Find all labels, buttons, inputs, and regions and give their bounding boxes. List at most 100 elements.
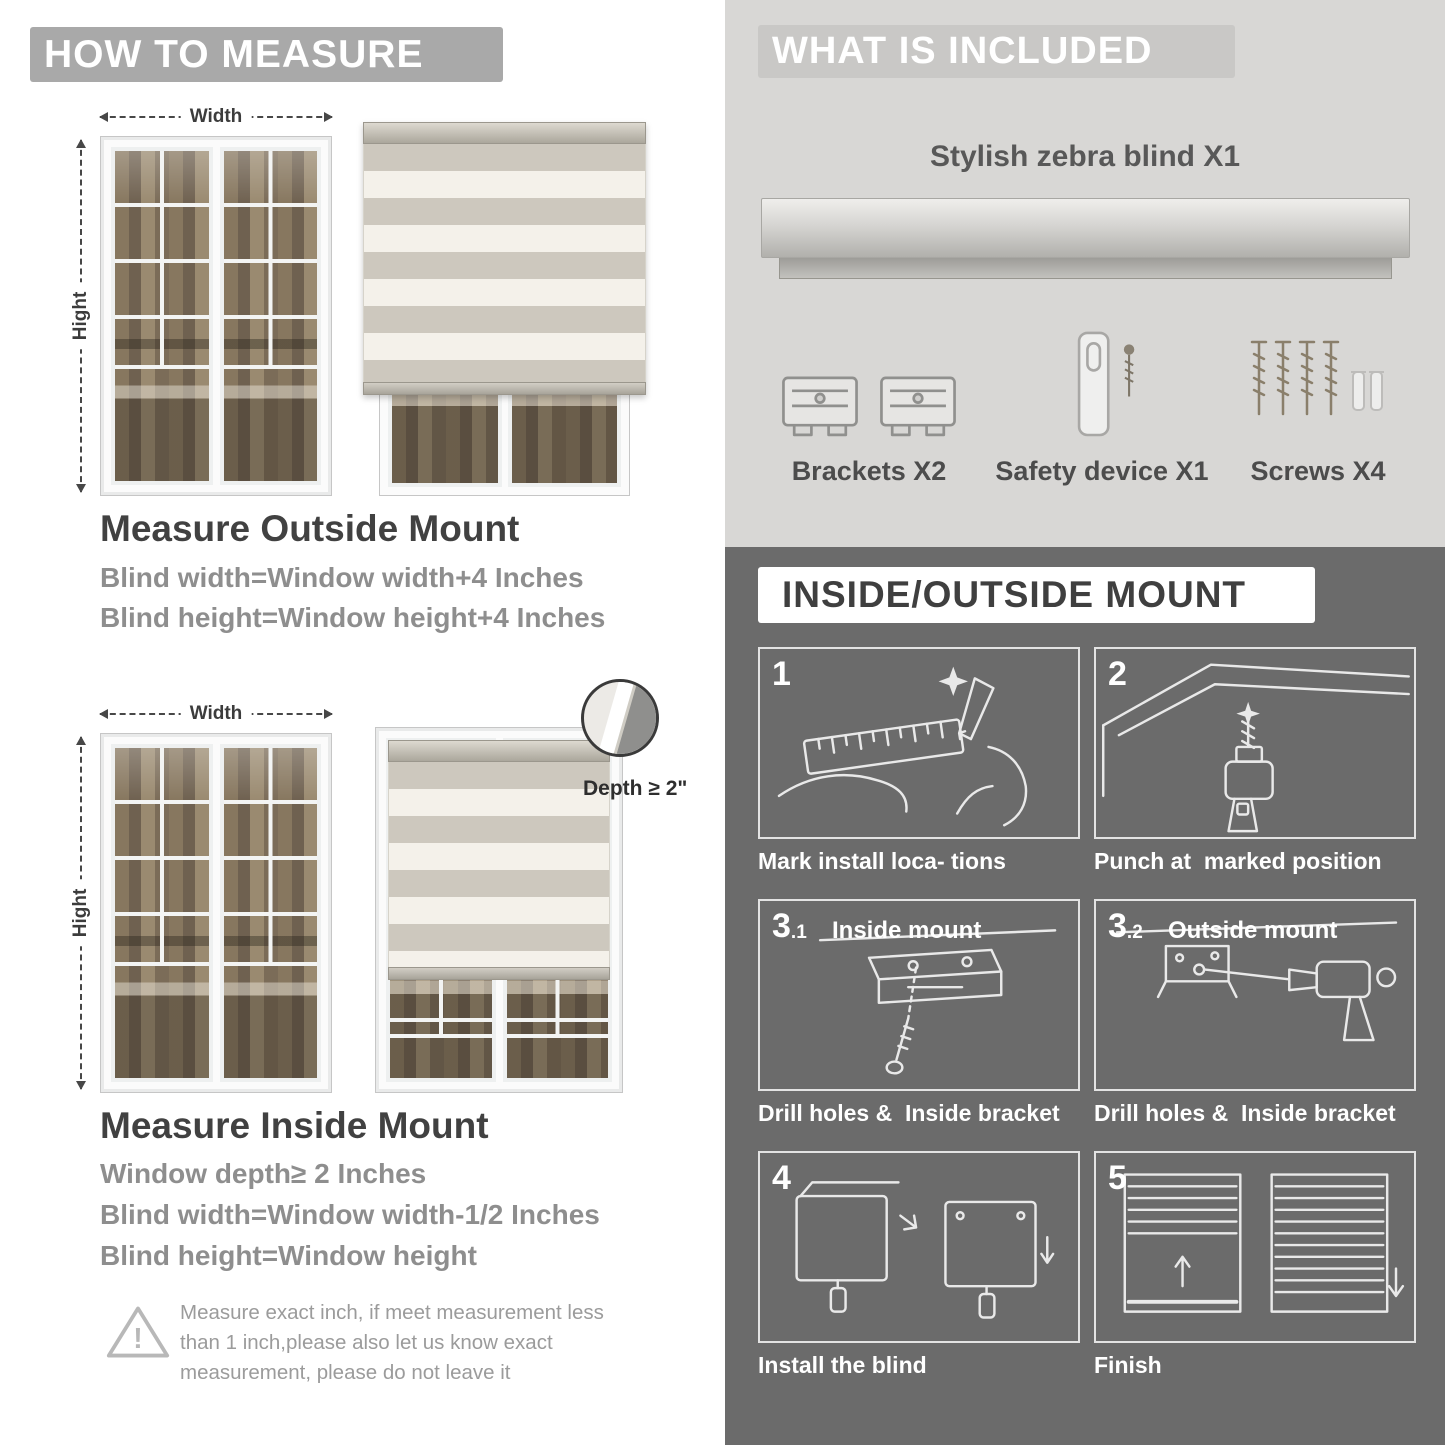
bracket-icon bbox=[782, 376, 858, 437]
step-mark-locations: 1 Mark install loca- tions bbox=[758, 647, 1080, 875]
step-install-blind: 4 Install the blind bbox=[758, 1151, 1080, 1379]
step-finish: 5 Finish bbox=[1094, 1151, 1416, 1379]
height-arrow: Hight bbox=[70, 736, 92, 1090]
brackets-label: Brackets X2 bbox=[791, 456, 947, 486]
install-blind-art bbox=[795, 1181, 1055, 1319]
safety-device-icon bbox=[1077, 331, 1135, 437]
step-inside-mount: 3.1 Inside mount Drill holes & Inside br… bbox=[758, 899, 1080, 1127]
width-label: Width bbox=[180, 703, 252, 725]
finish-art bbox=[1123, 1173, 1405, 1313]
window-sash bbox=[219, 744, 321, 1082]
step-panel: 3.2 Outside mount bbox=[1094, 899, 1416, 1091]
mark-location-art bbox=[777, 666, 1028, 827]
anchor-icon bbox=[1350, 371, 1384, 411]
safety-device-item: Safety device X1 bbox=[995, 322, 1209, 487]
window-sash bbox=[111, 744, 213, 1082]
inside-blind-illustration bbox=[375, 727, 623, 1093]
zebra-blind bbox=[363, 122, 646, 395]
window-grille bbox=[223, 151, 317, 369]
window-grille bbox=[115, 151, 209, 369]
step-number: 2 bbox=[1108, 655, 1127, 693]
height-arrow: Hight bbox=[70, 139, 92, 493]
bracket-icons bbox=[777, 322, 961, 444]
bracket-icon bbox=[880, 376, 956, 437]
step-panel: 2 bbox=[1094, 647, 1416, 839]
warning-triangle-icon: ! bbox=[106, 1306, 170, 1358]
what-is-included-banner: WHAT IS INCLUDED bbox=[758, 25, 1235, 78]
right-column: WHAT IS INCLUDED Stylish zebra blind X1 bbox=[725, 0, 1445, 1445]
mount-steps-grid: 1 Mark install loca- tions bbox=[758, 647, 1418, 1379]
step-number: 1 bbox=[772, 655, 791, 693]
brackets-item: Brackets X2 bbox=[777, 322, 961, 487]
screw-icon bbox=[1250, 340, 1384, 416]
blind-stripes bbox=[388, 762, 610, 967]
width-label: Width bbox=[180, 106, 252, 128]
step-punch-position: 2 Punch at marked position bbox=[1094, 647, 1416, 875]
window-illustration bbox=[100, 733, 332, 1093]
step-panel: 3.1 Inside mount bbox=[758, 899, 1080, 1091]
height-label: Hight bbox=[70, 879, 92, 947]
inside-mount-title: Measure Inside Mount bbox=[100, 1105, 489, 1146]
included-items-row: Brackets X2 bbox=[725, 322, 1445, 487]
inside-mount-line1: Window depth≥ 2 Inches bbox=[100, 1158, 427, 1189]
depth-label: Depth ≥ 2" bbox=[583, 777, 688, 800]
window-illustration bbox=[100, 136, 332, 496]
outside-mount-line2: Blind height=Window height+4 Inches bbox=[100, 602, 606, 633]
outside-mount-label: Outside mount bbox=[1168, 917, 1338, 944]
headrail-lower-rail bbox=[779, 258, 1392, 279]
step-caption: Mark install loca- tions bbox=[758, 848, 1006, 874]
blind-bottom-rail bbox=[388, 967, 610, 980]
warning-exclamation: ! bbox=[133, 1322, 142, 1354]
step-outside-mount: 3.2 Outside mount Drill holes & Inside b… bbox=[1094, 899, 1416, 1127]
how-to-measure-section: HOW TO MEASURE Width Hight bbox=[30, 27, 690, 1384]
mount-banner: INSIDE/OUTSIDE MOUNT bbox=[758, 567, 1315, 623]
safety-device-label: Safety device X1 bbox=[995, 456, 1209, 486]
blind-stripes bbox=[363, 144, 646, 382]
step-number: 3.1 bbox=[772, 907, 807, 945]
blind-cassette bbox=[388, 740, 610, 762]
what-is-included-section: WHAT IS INCLUDED Stylish zebra blind X1 bbox=[725, 0, 1445, 547]
headrail-illustration bbox=[761, 198, 1410, 258]
screws-label: Screws X4 bbox=[1250, 456, 1386, 486]
mount-section: INSIDE/OUTSIDE MOUNT bbox=[725, 547, 1445, 1445]
window-grille bbox=[223, 748, 317, 966]
step-caption: Finish bbox=[1094, 1352, 1162, 1378]
inside-mount-label: Inside mount bbox=[832, 917, 982, 944]
warning-text: Measure exact inch, if meet measurement … bbox=[180, 1301, 604, 1384]
window-sash bbox=[219, 147, 321, 485]
width-arrow: Width bbox=[99, 703, 333, 725]
step-number: 5 bbox=[1108, 1159, 1127, 1197]
step-number: 3.2 bbox=[1108, 907, 1143, 945]
step-panel: 1 bbox=[758, 647, 1080, 839]
outside-mount-figure: Width Hight bbox=[70, 100, 668, 500]
screws-item: Screws X4 bbox=[1243, 322, 1393, 487]
blind-cassette bbox=[363, 122, 646, 144]
inside-mount-line2: Blind width=Window width-1/2 Inches bbox=[100, 1199, 600, 1230]
how-to-measure-banner: HOW TO MEASURE bbox=[30, 27, 503, 82]
window-sash bbox=[111, 147, 213, 485]
step-caption: Drill holes & Inside bracket bbox=[1094, 1100, 1396, 1126]
inside-bracket-art bbox=[818, 929, 1057, 1075]
step-caption: Punch at marked position bbox=[1094, 848, 1382, 874]
outside-blind-illustration bbox=[363, 122, 646, 496]
safety-device-icons bbox=[1052, 322, 1152, 444]
step-number: 4 bbox=[772, 1159, 791, 1197]
outside-bracket-art bbox=[1115, 921, 1398, 1042]
step-panel: 4 bbox=[758, 1151, 1080, 1343]
window-grille bbox=[115, 748, 209, 966]
height-label: Hight bbox=[70, 282, 92, 350]
step-caption: Drill holes & Inside bracket bbox=[758, 1100, 1060, 1126]
step-panel: 5 bbox=[1094, 1151, 1416, 1343]
screw-icons bbox=[1243, 322, 1393, 444]
zebra-blind bbox=[388, 740, 610, 980]
outside-mount-title: Measure Outside Mount bbox=[100, 508, 520, 549]
depth-callout-circle bbox=[581, 679, 659, 757]
blind-bottom-rail bbox=[363, 382, 646, 395]
inside-mount-line3: Blind height=Window height bbox=[100, 1240, 477, 1271]
step-caption: Install the blind bbox=[758, 1352, 927, 1378]
width-arrow: Width bbox=[99, 106, 333, 128]
inside-mount-figure: Width Hight Depth bbox=[70, 679, 690, 1097]
drill-art bbox=[1102, 663, 1410, 833]
outside-mount-line1: Blind width=Window width+4 Inches bbox=[100, 562, 584, 593]
